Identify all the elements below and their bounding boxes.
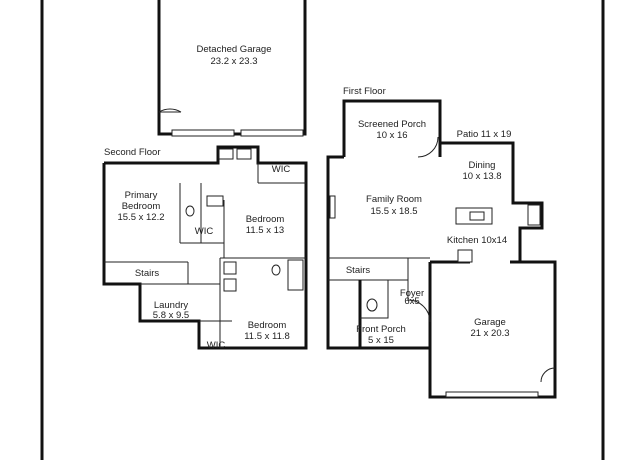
family-room-name: Family Room xyxy=(366,194,422,205)
dining-dims: 10 x 13.8 xyxy=(462,171,501,182)
floor-labels: First Floor Second Floor xyxy=(104,86,386,158)
garage-name: Garage xyxy=(474,317,506,328)
second-floor-walls xyxy=(102,145,308,350)
patio-label: Patio 11 x 19 xyxy=(457,129,512,140)
garage-dims: 21 x 20.3 xyxy=(470,328,509,339)
first-floor-title: First Floor xyxy=(343,86,386,97)
dining-name: Dining xyxy=(469,160,496,171)
bedroom-2-name: Bedroom xyxy=(246,214,285,225)
room-labels: Detached Garage 23.2 x 23.3 Screened Por… xyxy=(117,44,511,351)
screened-porch-name: Screened Porch xyxy=(358,119,426,130)
detached-garage-dims: 23.2 x 23.3 xyxy=(210,56,257,67)
wic-mid-label: WIC xyxy=(195,226,214,237)
primary-bedroom-dims: 15.5 x 12.2 xyxy=(117,212,164,223)
stairs-second-label: Stairs xyxy=(135,268,160,279)
front-porch-name: Front Porch xyxy=(356,324,406,335)
detached-garage-name: Detached Garage xyxy=(197,44,272,55)
kitchen-label: Kitchen 10x14 xyxy=(447,235,507,246)
first-floor-walls xyxy=(326,99,557,399)
screened-porch-dims: 10 x 16 xyxy=(376,130,407,141)
front-porch-dims: 5 x 15 xyxy=(368,335,394,346)
stairs-first-label: Stairs xyxy=(346,265,371,276)
primary-bedroom-name-1: Primary xyxy=(125,190,158,201)
wic-top-label: WIC xyxy=(272,164,291,175)
page-frame xyxy=(40,0,605,460)
foyer-name: Foyer xyxy=(400,288,424,299)
bedroom-3-name: Bedroom xyxy=(248,320,287,331)
detached-garage-walls xyxy=(157,0,307,137)
bedroom-3-dims: 11.5 x 11.8 xyxy=(244,331,290,342)
wic-bottom-label: WIC xyxy=(207,340,226,351)
primary-bedroom-name-2: Bedroom xyxy=(122,201,161,212)
second-floor-title: Second Floor xyxy=(104,147,161,158)
laundry-name: Laundry xyxy=(154,300,189,311)
bedroom-2-dims: 11.5 x 13 xyxy=(246,225,284,236)
laundry-dims: 5.8 x 9.5 xyxy=(153,310,189,321)
family-room-dims: 15.5 x 18.5 xyxy=(370,206,417,217)
foyer-dims: 6x5 xyxy=(404,296,419,307)
